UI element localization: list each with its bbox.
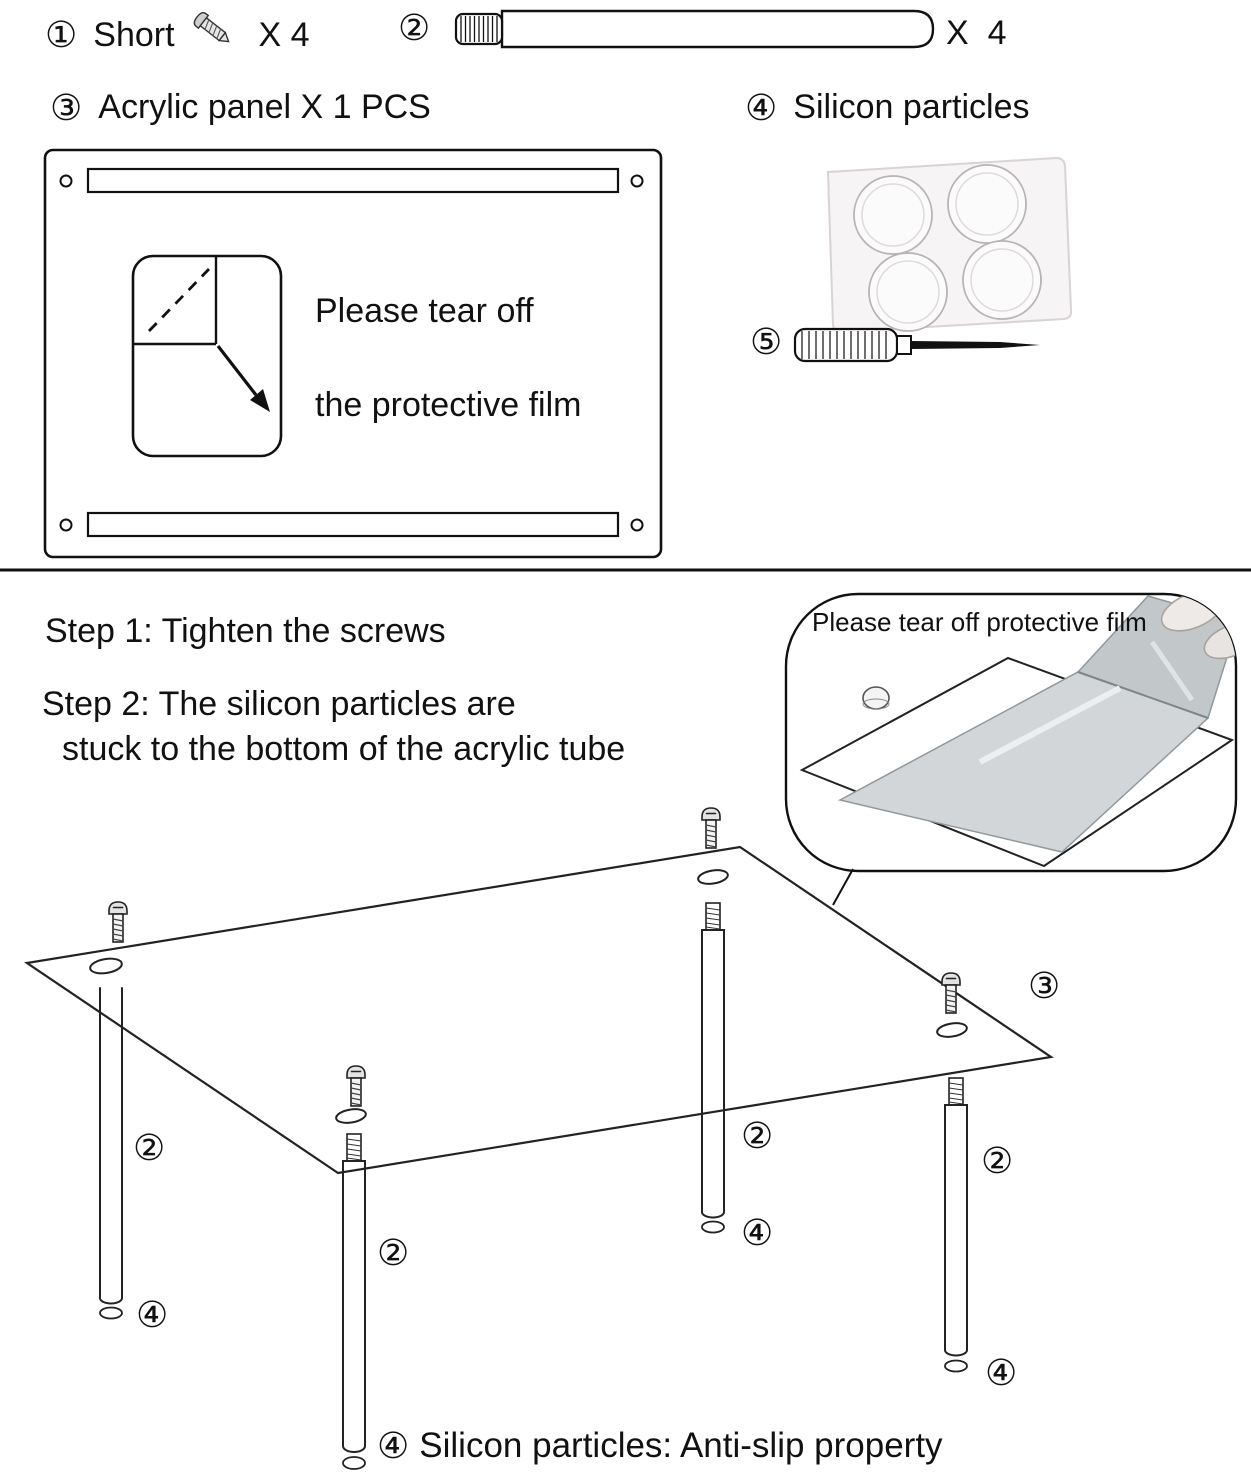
silicon-particle-4 [342,1456,366,1470]
tube-rod-drawing [454,9,935,49]
handle-hatch [801,331,887,359]
acrylic-panel-drawing [43,148,663,559]
callout-text: Please tear off protective film [812,607,1147,637]
panel-hole-3 [936,1022,968,1038]
leg-right [944,1077,968,1373]
screw-4 [346,1065,366,1107]
panel-hole-2 [697,869,729,885]
leg-back-left [99,987,123,1320]
part-number-5: ⑤ [750,321,783,362]
protective-film-icon [131,254,283,458]
panel-label: ③ [1028,965,1061,1006]
part-item-particles: ④ Silicon particles [745,88,1030,127]
part-label-particles: Silicon particles [793,88,1030,126]
particle-label-3: ④ [985,1352,1018,1393]
footer-note-text: Silicon particles: Anti-slip property [419,1426,943,1465]
part-number-3: ③ [50,86,83,128]
step-1-text: Step 1: Tighten the screws [45,612,446,650]
part-number-1: ① [45,14,78,55]
bumper-1 [862,686,890,710]
footer-particle-number: ④ [377,1425,410,1466]
rod-thread-hatch [460,16,498,42]
film-note-line-2: the protective film [315,386,582,424]
panel-hole-1 [89,957,123,975]
part-qty-screws: X 4 [258,15,310,54]
screw-icon [193,12,230,43]
part-item-panel: ③ Acrylic panel X 1 PCS [50,88,431,127]
leg-back-middle [701,902,725,1234]
part-item-screw: ① Short X 4 [45,12,310,58]
footer-note: ④ Silicon particles: Anti-slip property [377,1426,943,1466]
silicon-particles-sheet [826,156,1073,334]
panel-hole-4 [335,1108,367,1124]
step-2-text-line-2: stuck to the bottom of the acrylic tube [62,730,626,768]
silicon-particle-1 [99,1306,123,1320]
silicon-particle-2 [701,1220,725,1234]
tube-label-4: ② [981,1140,1014,1181]
part-number-2: ② [398,7,431,48]
part-label-short: Short [93,15,175,54]
callout-bubble [784,592,1238,906]
tube-label-2: ② [377,1232,410,1273]
screwdriver-drawing [793,327,1040,363]
assembly-diagram [24,807,1054,1470]
step-2-text-line-1: Step 2: The silicon particles are [42,685,516,723]
glass-panel [24,845,1054,1175]
tube-label-3: ② [741,1115,774,1156]
particle-label-2: ④ [741,1212,774,1253]
particle-label-1: ④ [136,1294,169,1335]
film-note-line-1: Please tear off [315,292,534,330]
leg-front [342,1133,366,1470]
part-label-panel: Acrylic panel X 1 PCS [98,88,431,126]
silicon-particle-3 [944,1359,968,1373]
tube-label-1: ② [133,1127,166,1168]
part-number-4: ④ [745,86,778,128]
part-qty-tubes: X 4 [946,14,1007,52]
screw-1 [108,901,128,943]
screw-2 [701,807,721,849]
